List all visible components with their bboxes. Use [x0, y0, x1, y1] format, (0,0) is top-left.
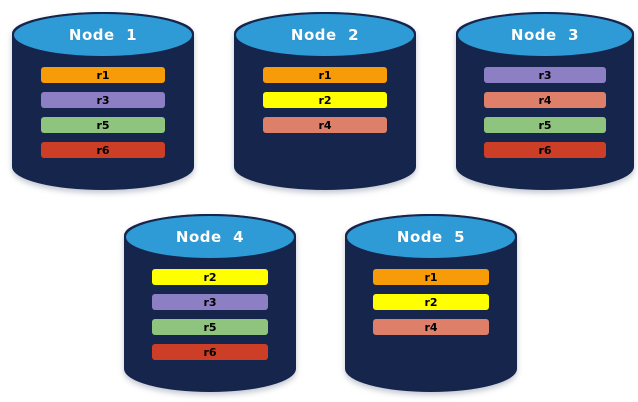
- replica-bar[interactable]: r2: [263, 92, 387, 108]
- replica-bar[interactable]: r1: [41, 67, 165, 83]
- node-label: Node 2: [290, 26, 360, 44]
- replica-bar[interactable]: r3: [484, 67, 606, 83]
- replica-list: r3 r4 r5 r6: [456, 67, 634, 158]
- node-cylinder-node-4[interactable]: Node 4 r2 r3 r5 r6: [124, 214, 296, 392]
- replica-bar[interactable]: r6: [484, 142, 606, 158]
- cylinder-top-ellipse: [456, 12, 634, 58]
- replica-bar[interactable]: r2: [151, 269, 269, 285]
- node-label: Node 4: [175, 228, 245, 246]
- node-label: Node 5: [396, 228, 466, 246]
- replica-list: r1 r3 r5 r6: [12, 67, 194, 158]
- replica-list: r1 r2 r4: [234, 67, 416, 133]
- replica-list: r1 r2 r4: [345, 269, 517, 335]
- replica-bar[interactable]: r6: [151, 344, 269, 360]
- node-cylinder-node-3[interactable]: Node 3 r3 r4 r5 r6: [456, 12, 634, 190]
- replica-bar[interactable]: r1: [372, 269, 490, 285]
- node-label: Node 1: [68, 26, 138, 44]
- cylinder-top-ellipse: [12, 12, 194, 58]
- replica-bar[interactable]: r4: [372, 319, 490, 335]
- replica-bar[interactable]: r4: [484, 92, 606, 108]
- replica-bar[interactable]: r1: [263, 67, 387, 83]
- replica-bar[interactable]: r3: [151, 294, 269, 310]
- cylinder-top-ellipse: [234, 12, 416, 58]
- replica-bar[interactable]: r5: [151, 319, 269, 335]
- replica-bar[interactable]: r3: [41, 92, 165, 108]
- node-cylinder-node-2[interactable]: Node 2 r1 r2 r4: [234, 12, 416, 190]
- node-cylinder-node-5[interactable]: Node 5 r1 r2 r4: [345, 214, 517, 392]
- node-cylinder-node-1[interactable]: Node 1 r1 r3 r5 r6: [12, 12, 194, 190]
- replica-bar[interactable]: r2: [372, 294, 490, 310]
- replica-bar[interactable]: r4: [263, 117, 387, 133]
- cylinder-top-ellipse: [124, 214, 296, 260]
- replica-bar[interactable]: r6: [41, 142, 165, 158]
- replica-bar[interactable]: r5: [41, 117, 165, 133]
- replica-bar[interactable]: r5: [484, 117, 606, 133]
- node-label: Node 3: [510, 26, 580, 44]
- cylinder-top-ellipse: [345, 214, 517, 260]
- replica-list: r2 r3 r5 r6: [124, 269, 296, 360]
